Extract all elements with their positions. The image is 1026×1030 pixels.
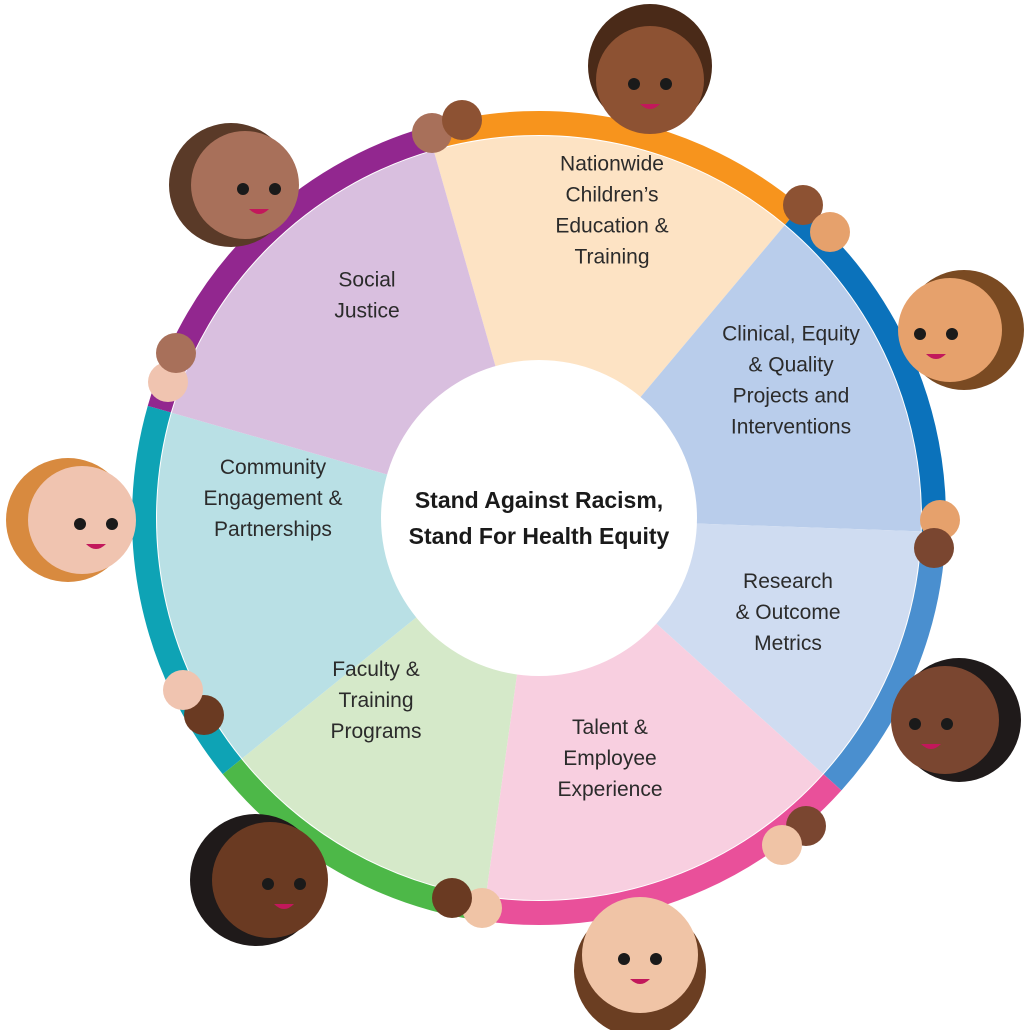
segment-label-education-line4: Training bbox=[574, 246, 649, 269]
mouth bbox=[640, 104, 660, 109]
kid-bottom bbox=[574, 897, 706, 1030]
segment-label-faculty-line3: Programs bbox=[330, 720, 421, 743]
segment-label-clinical-line2: & Quality bbox=[748, 354, 834, 377]
segment-label-social-line1: Social bbox=[338, 269, 395, 292]
eye bbox=[650, 953, 662, 965]
face bbox=[582, 897, 698, 1013]
segment-label-education-line3: Education & bbox=[555, 215, 668, 238]
eye bbox=[941, 718, 953, 730]
rim-arc-education bbox=[426, 111, 801, 225]
mouth bbox=[921, 744, 941, 749]
segment-label-education-line1: Nationwide bbox=[560, 153, 664, 176]
kid-bottom-left bbox=[190, 814, 328, 946]
hand-10 bbox=[432, 878, 472, 918]
segment-label-clinical-line4: Interventions bbox=[731, 416, 851, 439]
mouth bbox=[274, 904, 294, 909]
eye bbox=[909, 718, 921, 730]
segment-label-faculty-line1: Faculty & bbox=[332, 658, 420, 681]
eye bbox=[294, 878, 306, 890]
center-circle bbox=[381, 360, 697, 676]
center-title-line1: Stand Against Racism, bbox=[415, 487, 663, 513]
segment-label-research-line2: & Outcome bbox=[735, 601, 840, 624]
segment-label-talent-line2: Employee bbox=[563, 747, 656, 770]
eye bbox=[237, 183, 249, 195]
eye bbox=[628, 78, 640, 90]
segment-label-clinical-line1: Clinical, Equity bbox=[722, 323, 860, 346]
segment-label-community-line3: Partnerships bbox=[214, 518, 332, 541]
segment-label-talent-line3: Experience bbox=[557, 778, 662, 801]
segment-label-social-line2: Justice bbox=[334, 300, 399, 323]
segment-label-clinical-line3: Projects and bbox=[733, 385, 850, 408]
mouth bbox=[86, 544, 106, 549]
hand-14 bbox=[156, 333, 196, 373]
kid-top-left bbox=[169, 123, 299, 247]
segment-label-community-line1: Community bbox=[220, 456, 327, 479]
hand-12 bbox=[163, 670, 203, 710]
segment-label-faculty-line2: Training bbox=[338, 689, 413, 712]
hand-6 bbox=[914, 528, 954, 568]
eye bbox=[106, 518, 118, 530]
kid-right-lower bbox=[891, 658, 1021, 782]
kid-right-upper bbox=[898, 270, 1024, 390]
mouth bbox=[249, 209, 269, 214]
eye bbox=[269, 183, 281, 195]
mouth bbox=[926, 354, 946, 359]
hand-8 bbox=[762, 825, 802, 865]
segment-label-research-line3: Metrics bbox=[754, 632, 822, 655]
hand-1 bbox=[412, 113, 452, 153]
children-layer bbox=[6, 4, 1024, 1030]
hand-3 bbox=[783, 185, 823, 225]
center-title-line2: Stand For Health Equity bbox=[409, 523, 670, 549]
segment-label-research-line1: Research bbox=[743, 570, 833, 593]
eye bbox=[74, 518, 86, 530]
segment-label-community-line2: Engagement & bbox=[204, 487, 343, 510]
face bbox=[596, 26, 704, 134]
kid-top bbox=[588, 4, 712, 134]
segment-label-talent-line1: Talent & bbox=[572, 716, 648, 739]
hand-4 bbox=[810, 212, 850, 252]
eye bbox=[618, 953, 630, 965]
eye bbox=[262, 878, 274, 890]
hand-2 bbox=[442, 100, 482, 140]
segment-label-education-line2: Children’s bbox=[566, 184, 659, 207]
eye bbox=[660, 78, 672, 90]
kid-left bbox=[6, 458, 136, 582]
eye bbox=[946, 328, 958, 340]
center-hub: Stand Against Racism, Stand For Health E… bbox=[381, 360, 697, 676]
mouth bbox=[630, 979, 650, 984]
eye bbox=[914, 328, 926, 340]
